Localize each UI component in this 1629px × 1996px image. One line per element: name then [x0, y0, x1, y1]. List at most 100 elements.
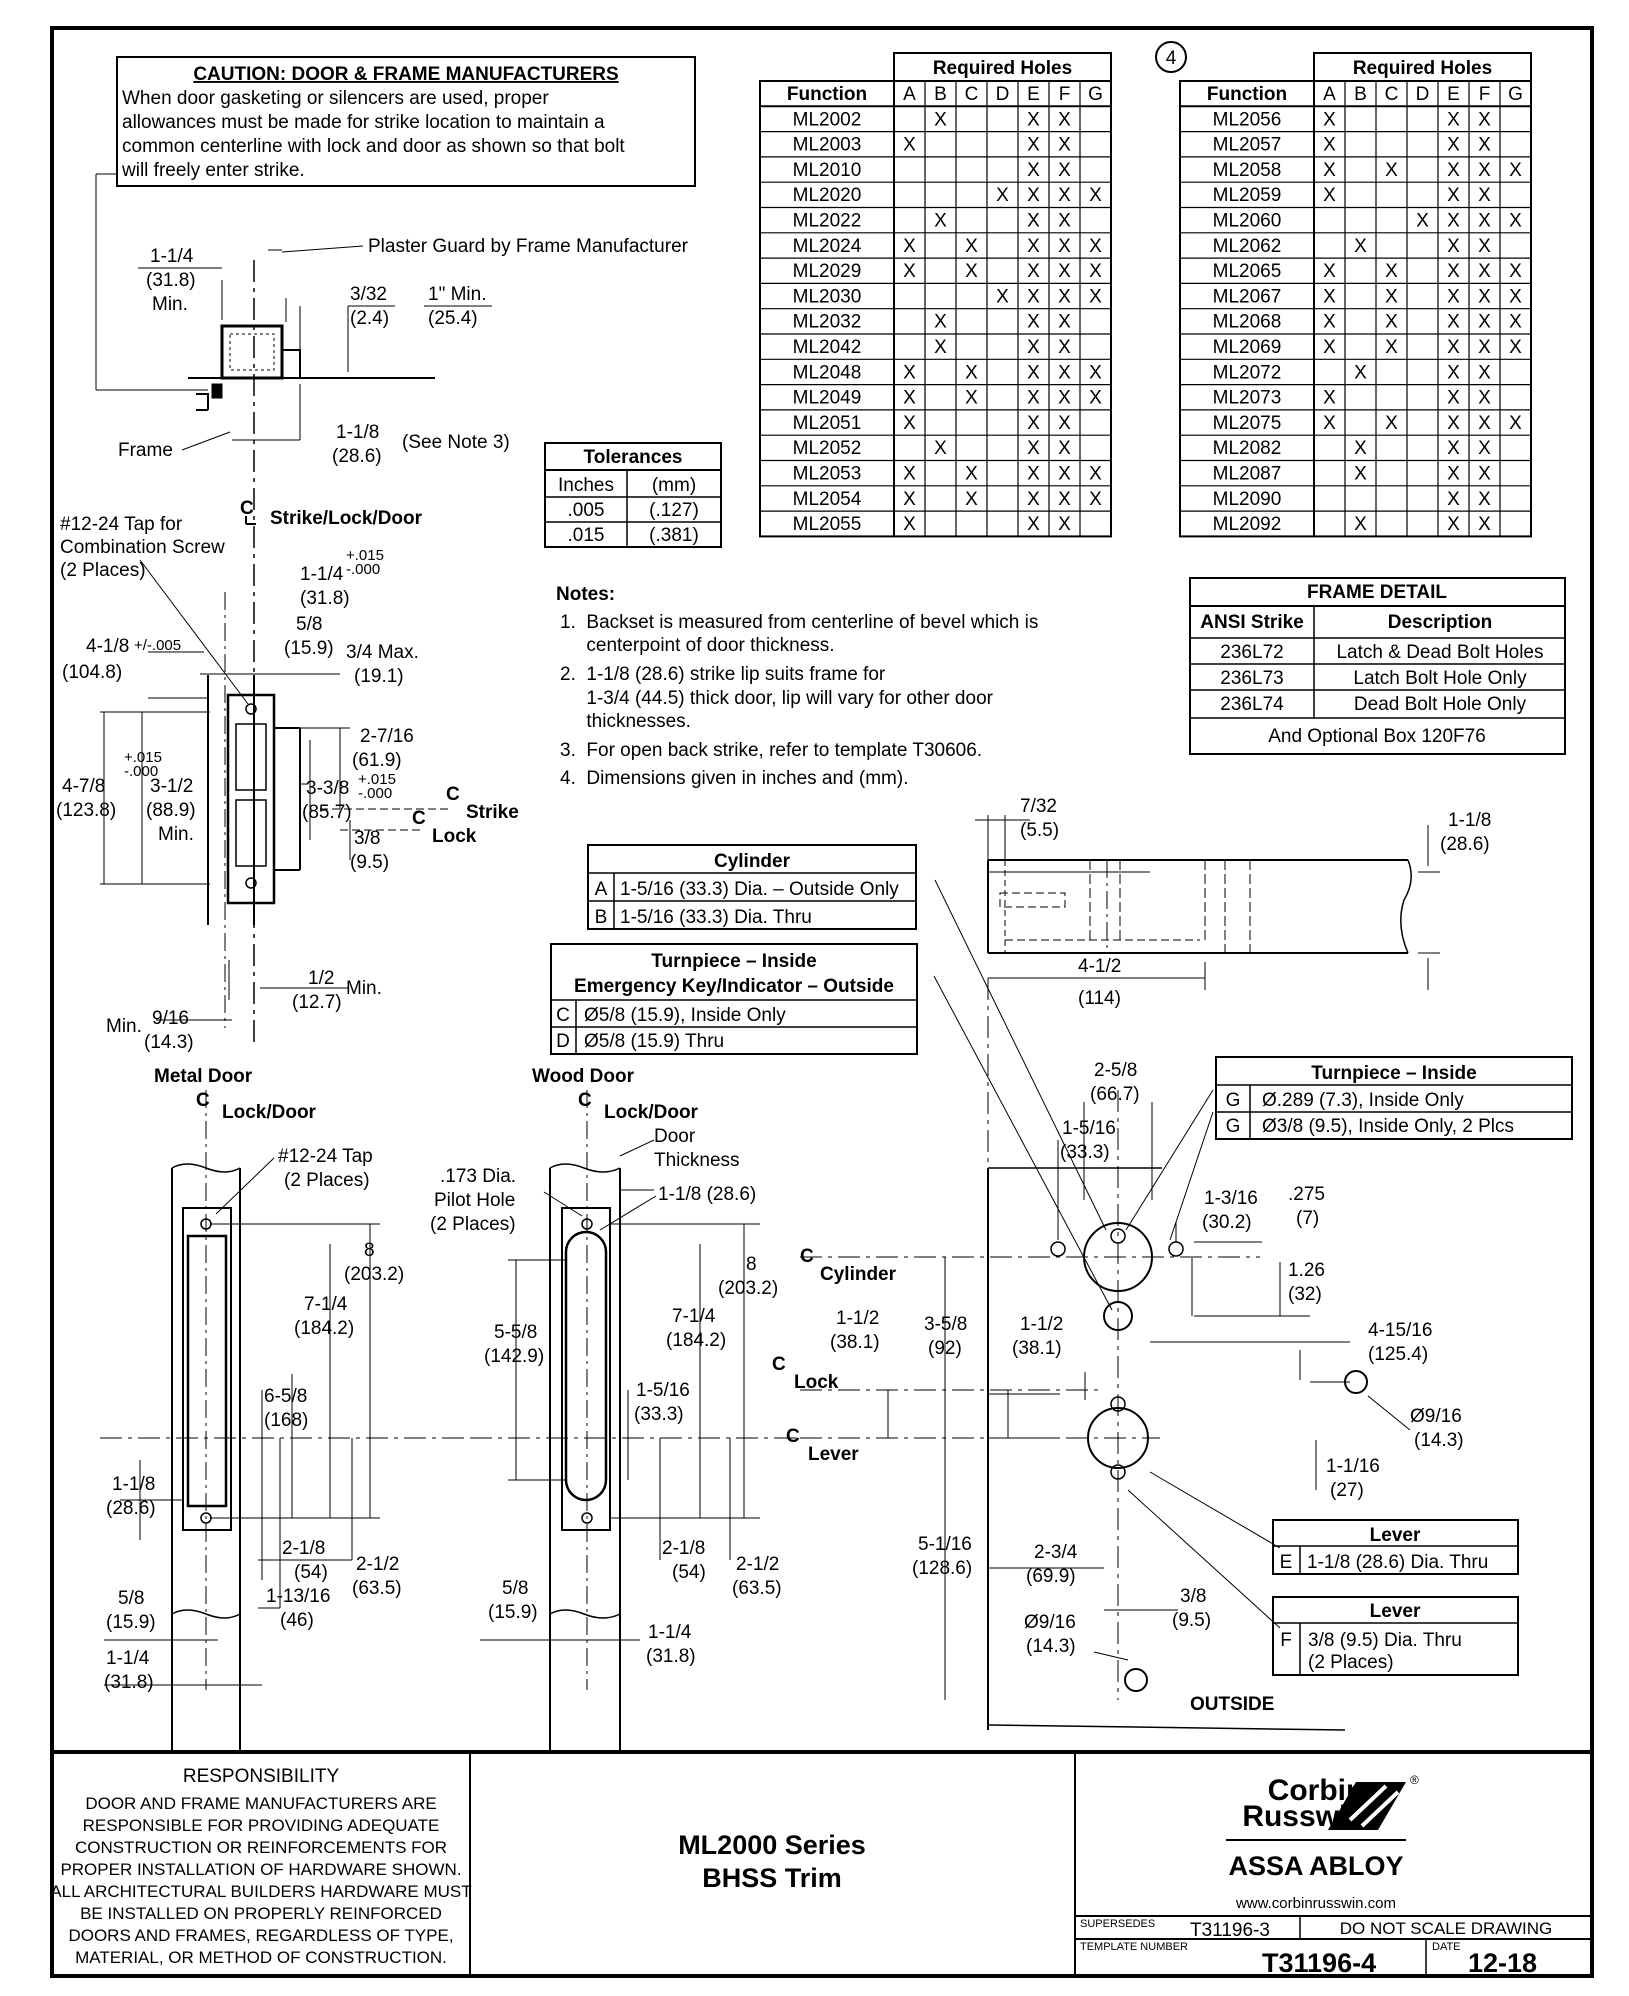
- holes-column-header: D: [996, 84, 1010, 105]
- holes-mark-cell: X: [1323, 388, 1336, 409]
- dim-label: 1-1/4: [300, 564, 344, 585]
- holes-function-cell: ML2067: [1213, 286, 1282, 307]
- holes-function-cell: ML2048: [793, 362, 862, 383]
- holes-mark-cell: X: [1323, 261, 1336, 282]
- responsibility-line: DOORS AND FRAMES, REGARDLESS OF TYPE,: [68, 1926, 453, 1945]
- dim-label: (69.9): [1026, 1566, 1076, 1587]
- holes-mark-cell: X: [1027, 211, 1040, 232]
- dim-label: (54): [672, 1562, 706, 1583]
- holes-mark-cell: X: [1089, 185, 1102, 206]
- cl-lock: Lock: [432, 826, 477, 847]
- holes-function-cell: ML2032: [793, 312, 862, 333]
- dim-label: (30.2): [1202, 1212, 1252, 1233]
- dim-label: 7/32: [1020, 796, 1057, 817]
- dim-label: 1-1/4: [648, 1622, 692, 1643]
- holes-column-header: C: [965, 84, 979, 105]
- door-edge-drawing: [975, 815, 1440, 1730]
- cylinder-cell: 1-5/16 (33.3) Dia. Thru: [620, 907, 812, 928]
- tolerance-cell: (.127): [649, 500, 699, 521]
- holes-mark-cell: X: [965, 261, 978, 282]
- product-subtitle: BHSS Trim: [702, 1863, 842, 1893]
- dim-label: 5/8: [118, 1588, 144, 1609]
- dim-label: 2-7/16: [360, 726, 414, 747]
- dim-label: (203.2): [718, 1278, 778, 1299]
- holes-mark-cell: X: [1323, 413, 1336, 434]
- caution-box: CAUTION: DOOR & FRAME MANUFACTURERS When…: [116, 56, 696, 187]
- dim-label: 1/2: [308, 968, 334, 989]
- holes-column-header: Function: [787, 84, 867, 105]
- holes-column-header: F: [1479, 84, 1491, 105]
- dim-label: (15.9): [106, 1612, 156, 1633]
- holes-mark-cell: X: [903, 135, 916, 156]
- holes-function-cell: ML2072: [1213, 362, 1282, 383]
- holes-mark-cell: X: [1447, 388, 1460, 409]
- dim-label: (9.5): [350, 852, 389, 873]
- dim-label: (61.9): [352, 750, 402, 771]
- holes-mark-cell: X: [1354, 464, 1367, 485]
- holes-mark-cell: X: [1478, 185, 1491, 206]
- note-line: 1. Backset is measured from centerline o…: [560, 612, 1038, 633]
- holes-mark-cell: X: [1323, 185, 1336, 206]
- pilot-label: Pilot Hole: [434, 1190, 515, 1211]
- cl-strike: Strike: [466, 802, 519, 823]
- dim-label: 8: [746, 1254, 757, 1275]
- holes-column-header: G: [1088, 84, 1103, 105]
- holes-mark-cell: X: [1478, 464, 1491, 485]
- dim-label: (38.1): [1012, 1338, 1062, 1359]
- dim-label: Ø9/16: [1024, 1612, 1076, 1633]
- holes-function-cell: ML2052: [793, 438, 862, 459]
- holes-mark-cell: X: [903, 413, 916, 434]
- caution-line: common centerline with lock and door as …: [122, 136, 625, 157]
- holes-mark-cell: X: [1447, 236, 1460, 257]
- dim-label: (2.4): [350, 308, 389, 329]
- dim-label: 4-15/16: [1368, 1320, 1432, 1341]
- responsibility-block: RESPONSIBILITY DOOR AND FRAME MANUFACTUR…: [50, 1766, 471, 1967]
- cylinder-cell: A: [595, 879, 608, 900]
- frame-detail-head: ANSI Strike: [1200, 612, 1303, 633]
- holes-mark-cell: X: [1447, 160, 1460, 181]
- dim-label: 4-7/8: [62, 776, 105, 797]
- holes-mark-cell: X: [1027, 489, 1040, 510]
- holes-mark-cell: X: [996, 185, 1009, 206]
- dim-label: (184.2): [294, 1318, 354, 1339]
- holes-mark-cell: X: [1089, 489, 1102, 510]
- tolerance-cell: (.381): [649, 525, 699, 546]
- frame-detail-cell: 236L73: [1220, 668, 1283, 689]
- holes-mark-cell: X: [1447, 438, 1460, 459]
- dim-label: (28.6): [106, 1498, 156, 1519]
- dim-label: (14.3): [1026, 1636, 1076, 1657]
- brand-block: Corbin Russwin ® ASSA ABLOY www.corbinru…: [1226, 1773, 1419, 1912]
- holes-function-cell: ML2058: [1213, 160, 1282, 181]
- caution-title: CAUTION: DOOR & FRAME MANUFACTURERS: [193, 64, 618, 85]
- dim-label: (31.8): [300, 588, 350, 609]
- dim-label: 1-5/16: [1062, 1118, 1116, 1139]
- holes-mark-cell: X: [1323, 160, 1336, 181]
- lever-e-title: Lever: [1370, 1525, 1421, 1546]
- holes-function-cell: ML2053: [793, 464, 862, 485]
- holes-mark-cell: X: [1058, 312, 1071, 333]
- holes-mark-cell: X: [1385, 413, 1398, 434]
- note-marker: 4: [1166, 48, 1177, 69]
- tap-label: Combination Screw: [60, 537, 225, 558]
- lever-e-table: Lever E 1-1/8 (28.6) Dia. Thru: [1272, 1519, 1519, 1575]
- holes-function-cell: ML2020: [793, 185, 862, 206]
- holes-mark-cell: X: [996, 286, 1009, 307]
- dim-label: 1-13/16: [266, 1586, 330, 1607]
- dim-label: (184.2): [666, 1330, 726, 1351]
- dim-label: (27): [1330, 1480, 1364, 1501]
- turnpiece-emergency-cell: D: [556, 1031, 570, 1052]
- note-line: centerpoint of door thickness.: [560, 635, 835, 656]
- responsibility-line: CONSTRUCTION OR REINFORCEMENTS FOR: [75, 1838, 447, 1857]
- dim-label: 3-5/8: [924, 1314, 967, 1335]
- centerline-symbol: C: [786, 1426, 800, 1447]
- dim-label: (54): [294, 1562, 328, 1583]
- responsibility-line: DOOR AND FRAME MANUFACTURERS ARE: [85, 1794, 436, 1813]
- tolerance-mark: -.000: [124, 763, 158, 780]
- note-line: 4. Dimensions given in inches and (mm).: [560, 768, 908, 789]
- holes-mark-cell: X: [1058, 160, 1071, 181]
- holes-mark-cell: X: [1478, 514, 1491, 535]
- dim-label: 5-1/16: [918, 1534, 972, 1555]
- holes-column-header: D: [1416, 84, 1430, 105]
- required-holes-header: Required Holes: [1353, 58, 1492, 79]
